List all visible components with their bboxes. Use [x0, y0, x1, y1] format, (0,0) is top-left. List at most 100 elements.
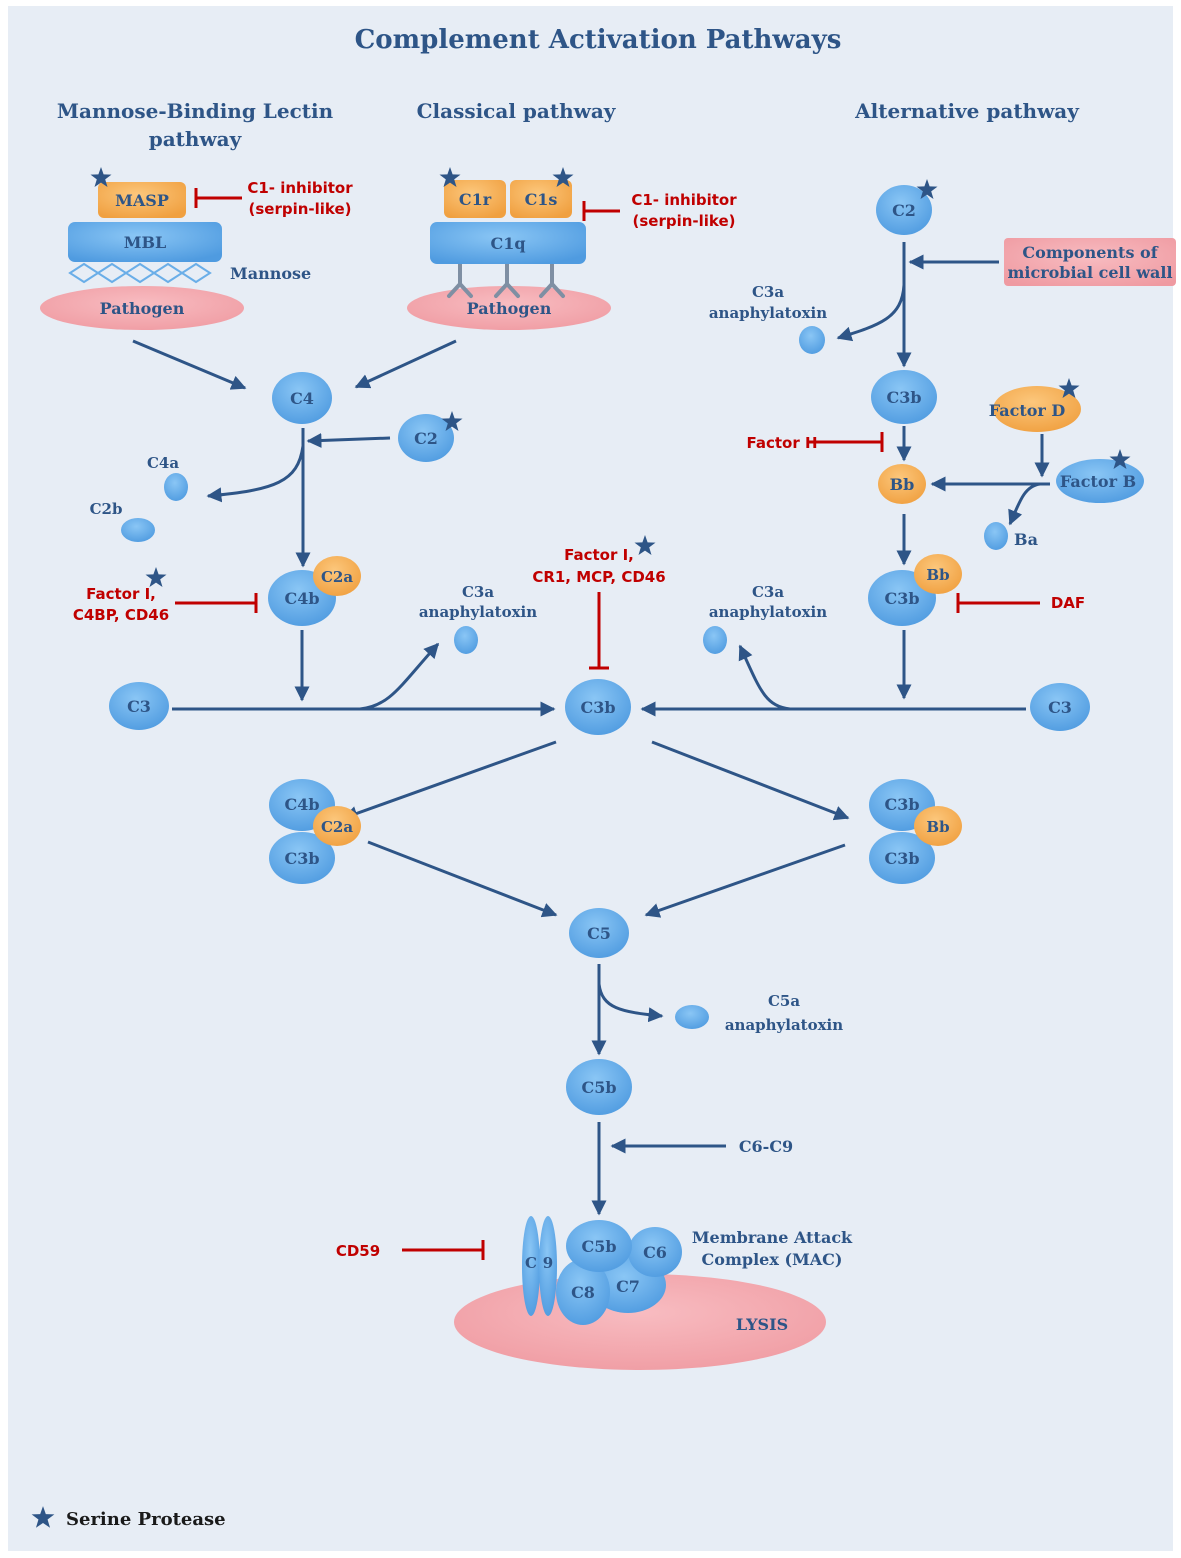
c5a-label: C5a	[768, 992, 800, 1010]
c5-convertase-c3b-right-top-label: C3b	[884, 795, 919, 814]
lysis-label: LYSIS	[736, 1315, 788, 1334]
mbl-label: MBL	[124, 233, 166, 252]
alternative-pathway-title: Alternative pathway	[854, 99, 1080, 123]
mannose-label: Mannose	[230, 264, 311, 283]
c2a-label: C2a	[321, 568, 353, 586]
alt-c2-label: C2	[892, 201, 916, 220]
c5-convertase-c4b-label: C4b	[284, 795, 319, 814]
lectin-pathway-title-line2: pathway	[149, 127, 243, 151]
c6-c9-label: C6-C9	[739, 1137, 793, 1156]
microbial-components-box	[1004, 238, 1176, 286]
classical-pathogen-label: Pathogen	[467, 299, 552, 318]
c6-label: C6	[643, 1243, 667, 1262]
c3-right-label: C3	[1048, 698, 1072, 717]
c6-protein	[628, 1227, 682, 1277]
masp-label: MASP	[115, 191, 169, 210]
arrow-c3-left-to-c3a	[359, 642, 440, 711]
arrow-classical-to-c4	[354, 339, 457, 389]
mac-c5b-protein	[566, 1220, 632, 1272]
c3a-left-fragment	[454, 626, 478, 654]
microbial-components-label-line2: microbial cell wall	[1007, 263, 1172, 282]
mannose-chain	[68, 262, 212, 284]
classical-pathway-title: Classical pathway	[417, 99, 617, 123]
c4-label: C4	[290, 389, 314, 408]
factor-h-inhibition-line	[808, 432, 884, 452]
c2b-fragment	[121, 518, 155, 542]
c8-label: C8	[571, 1283, 595, 1302]
c5-convertase-c3b-left	[269, 832, 335, 884]
c3-left-label: C3	[127, 697, 151, 716]
legend-label: Serine Protease	[66, 1509, 226, 1530]
c5b-protein	[566, 1059, 632, 1115]
center-factor-i-label: Factor I,	[564, 546, 634, 564]
masp-protein	[98, 182, 186, 218]
c2-protein	[398, 414, 454, 462]
classical-pathogen	[407, 286, 611, 330]
alt-bb-convertase-label: Bb	[926, 566, 949, 584]
c9-label-right: 9	[543, 1254, 553, 1272]
c3b-inhibition-line	[589, 592, 609, 670]
mac-label-line2: Complex (MAC)	[702, 1250, 843, 1269]
alt-c3a-fragment	[799, 326, 825, 354]
lectin-pathway-title: Mannose-Binding Lectin	[57, 99, 334, 123]
classical-c1-inhibitor-label-line2: (serpin-like)	[632, 212, 735, 230]
mac-label: Membrane Attack	[692, 1228, 853, 1247]
c4b-label: C4b	[284, 589, 319, 608]
alt-c3b-protein	[871, 370, 937, 424]
c5-protein	[569, 908, 629, 958]
c4-protein	[272, 372, 332, 424]
alt-c3b-convertase-label: C3b	[884, 589, 919, 608]
arrow-factor-b-to-ba	[1008, 482, 1041, 526]
arrow-c3b-to-classical-c5-convertase	[342, 740, 557, 821]
c8-protein	[556, 1259, 610, 1325]
c5-convertase-c3b-right-bottom-label: C3b	[884, 849, 919, 868]
c3a-left-label-line2: anaphylatoxin	[419, 603, 537, 621]
c3a-right-label: C3a	[752, 583, 784, 601]
c5a-fragment	[675, 1005, 709, 1029]
c1q-label: C1q	[490, 234, 525, 253]
mbl-protein	[68, 222, 222, 262]
arrow-c3-right-to-c3a	[738, 644, 791, 711]
c3a-left-label: C3a	[462, 583, 494, 601]
alt-c3a-label: C3a	[752, 283, 784, 301]
c1s-label: C1s	[525, 190, 558, 209]
c5-convertase-bb	[914, 806, 962, 846]
c5-convertase-c2a	[313, 806, 361, 846]
c1q-protein	[430, 222, 586, 264]
factor-b-protein	[1056, 459, 1144, 503]
c3b-center-label: C3b	[580, 698, 615, 717]
c5-convertase-c3b-right-bottom	[869, 832, 935, 884]
c2-label: C2	[414, 429, 438, 448]
c4a-fragment	[164, 473, 188, 501]
center-factor-i-label-line2: CR1, MCP, CD46	[532, 568, 665, 586]
diagram-title: Complement Activation Pathways	[355, 25, 842, 55]
c3a-right-fragment	[703, 626, 727, 654]
c5-convertase-c2a-label: C2a	[321, 818, 353, 836]
c3-left-protein	[109, 682, 169, 730]
cd59-label: CD59	[336, 1242, 380, 1260]
alt-c3a-label-line2: anaphylatoxin	[709, 304, 827, 322]
lectin-factor-i-label: Factor I,	[86, 585, 156, 603]
arrow-alt-c2-to-c3a	[836, 284, 906, 342]
alt-c3b-label: C3b	[886, 388, 921, 407]
factor-b-label: Factor B	[1060, 472, 1136, 491]
classical-c1-inhibitor-label: C1- inhibitor	[631, 191, 737, 209]
factor-d-label: Factor D	[989, 401, 1066, 420]
c5a-label-line2: anaphylatoxin	[725, 1016, 843, 1034]
c9-label-left: C	[525, 1254, 537, 1272]
c2a-protein	[313, 556, 361, 596]
arrow-c3b-to-alternative-c5-convertase	[651, 740, 850, 821]
lectin-c1-inhibitor-label-line2: (serpin-like)	[248, 200, 351, 218]
alt-bb-protein	[878, 464, 926, 504]
c3b-center-protein	[565, 679, 631, 735]
c7-label: C7	[616, 1277, 640, 1296]
lectin-factor-i-label-line2: C4BP, CD46	[73, 606, 169, 624]
c5b-label: C5b	[581, 1078, 616, 1097]
alt-bb-label: Bb	[890, 475, 915, 494]
arrow-c4-to-c4a-c2b	[206, 445, 305, 503]
lectin-pathogen-label: Pathogen	[100, 299, 185, 318]
arrow-right-convertase-to-c5	[644, 843, 846, 918]
c1s-inhibition-line	[582, 201, 620, 221]
ba-label: Ba	[1014, 530, 1038, 549]
c3a-right-label-line2: anaphylatoxin	[709, 603, 827, 621]
